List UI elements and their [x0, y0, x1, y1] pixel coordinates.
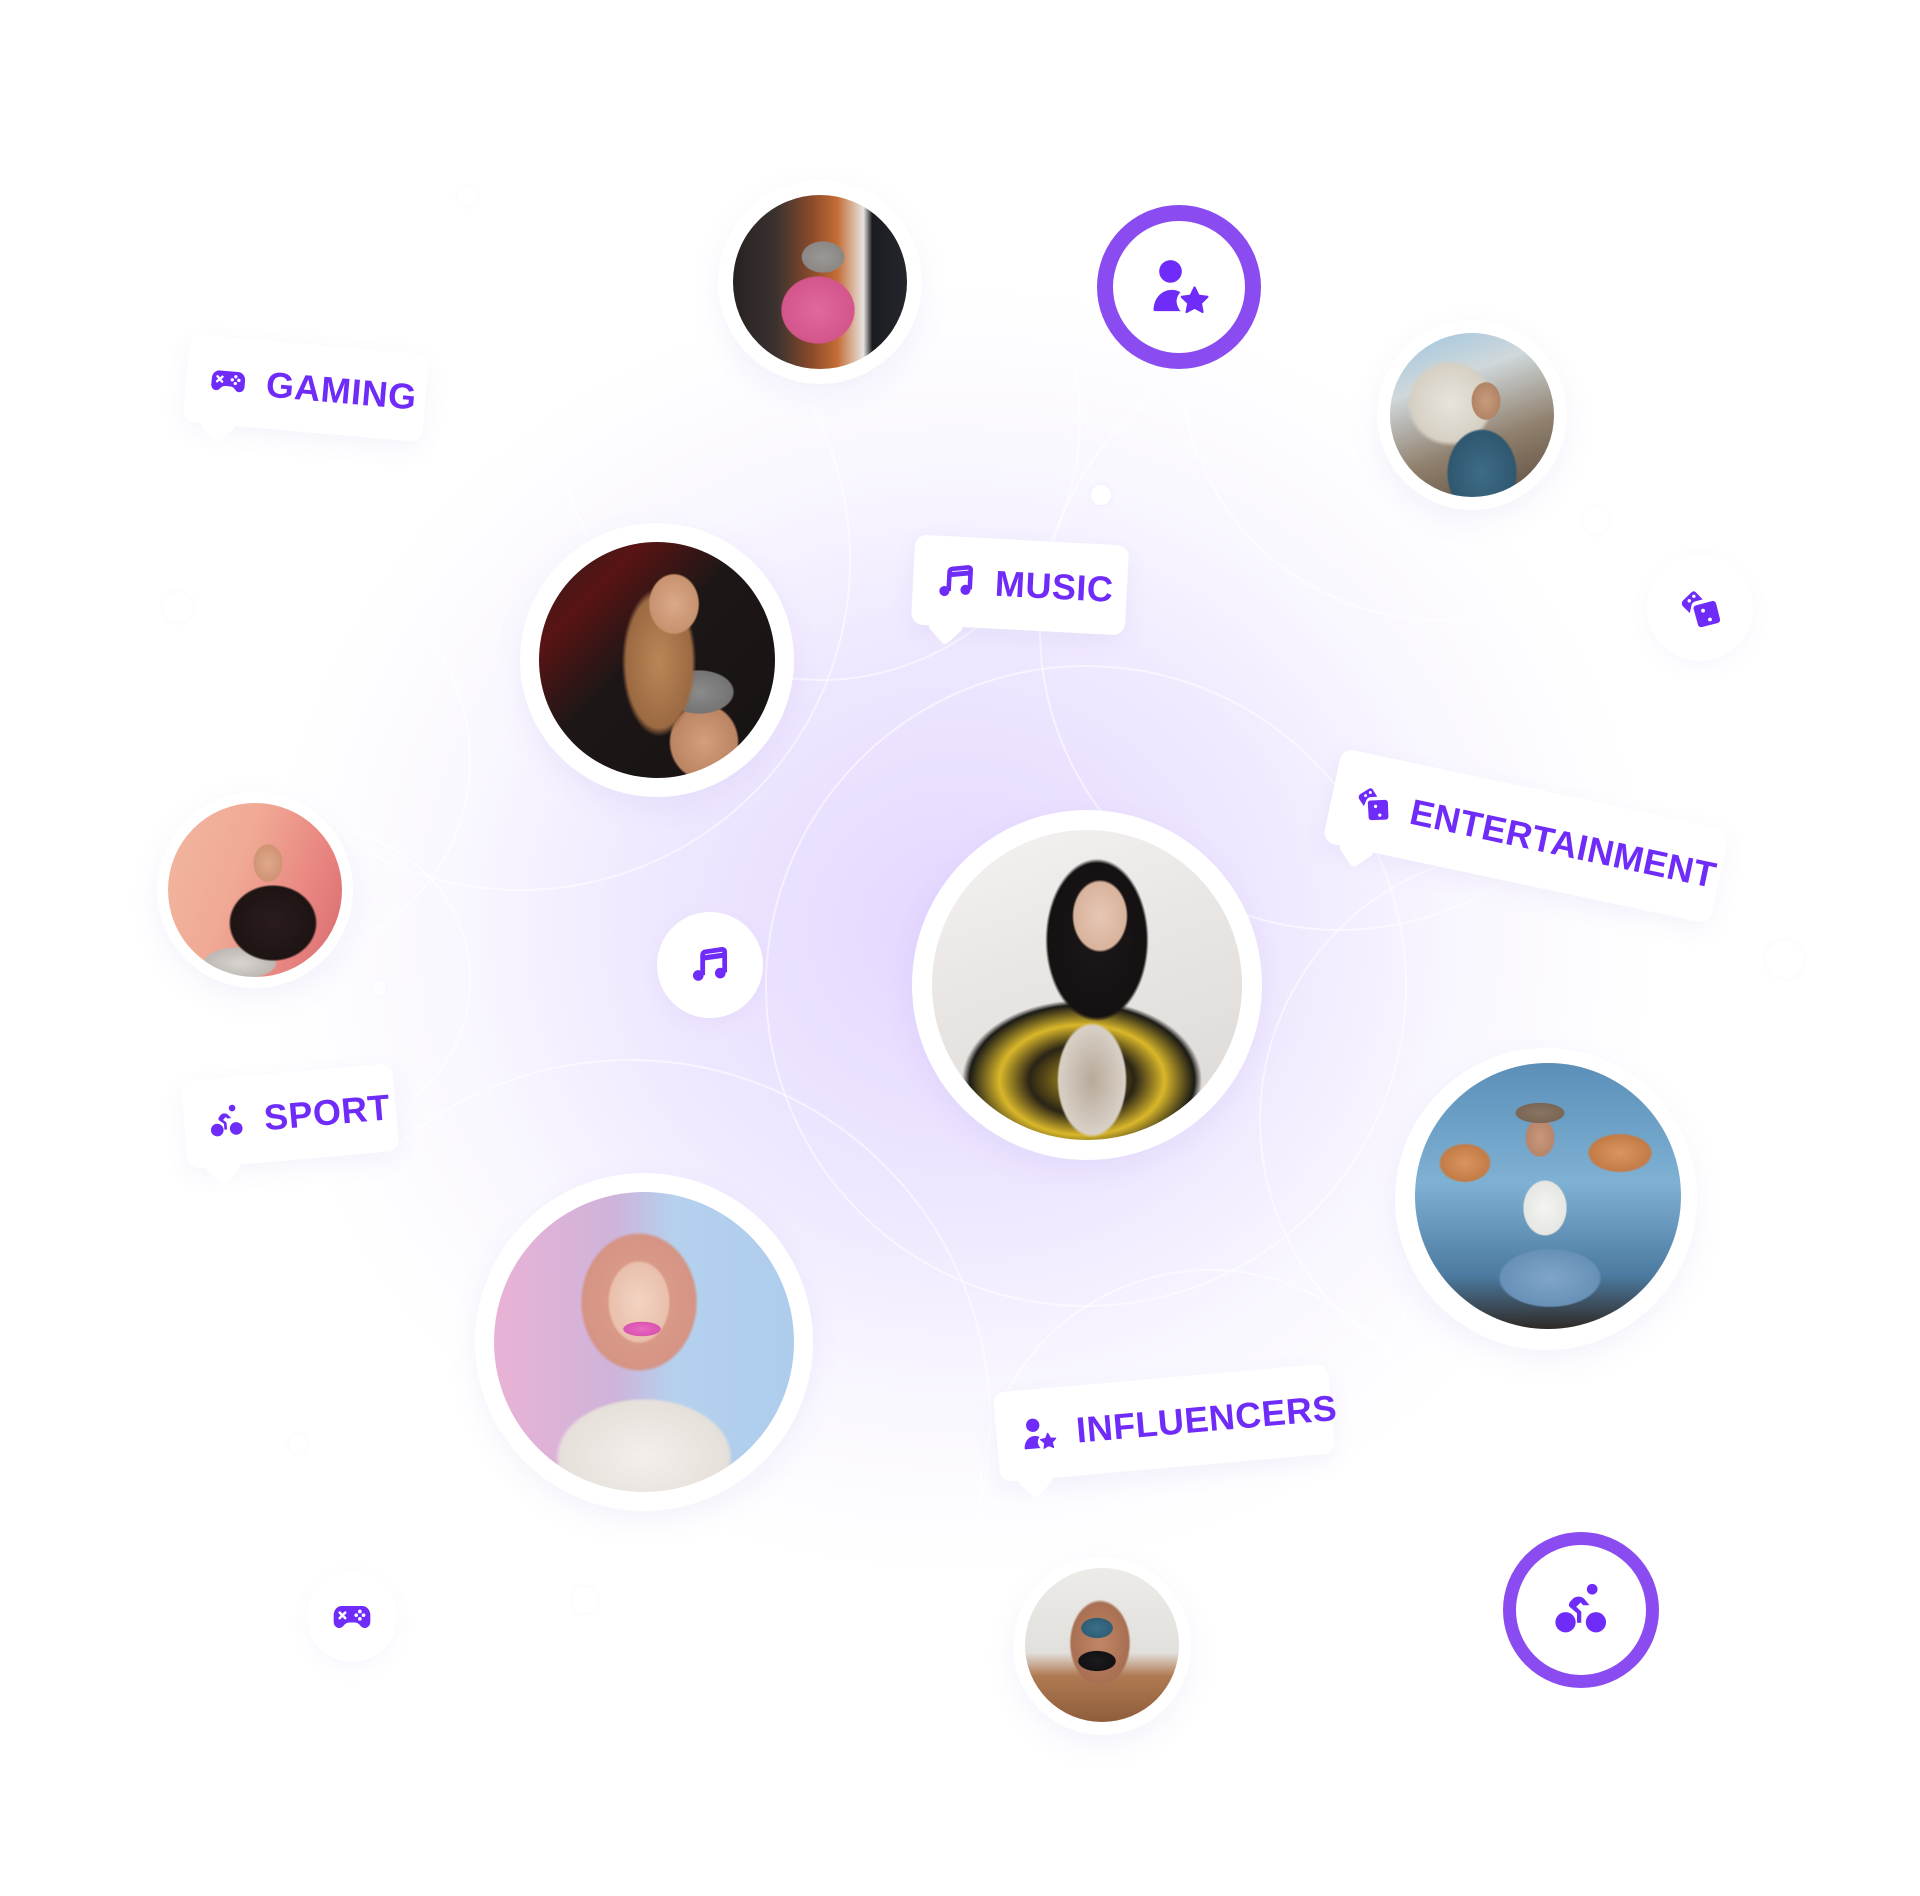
gamepad-icon [333, 1606, 371, 1628]
creator-avatar-selfie[interactable] [157, 792, 353, 988]
tag-entertainment[interactable]: ENTERTAINMENT [1322, 747, 1730, 925]
creator-photo-fitness [539, 542, 775, 778]
music-chip[interactable] [657, 912, 763, 1018]
tag-gaming[interactable]: GAMING [182, 333, 430, 443]
creator-avatar-gamer[interactable] [718, 180, 922, 384]
decor-dot [572, 1587, 598, 1613]
creator-photo-gamer [733, 195, 907, 369]
user-star-icon [1024, 1418, 1057, 1450]
creator-avatar-traveler-paris[interactable] [1377, 320, 1567, 510]
gamepad-icon [211, 370, 246, 393]
dice-icon [1681, 591, 1721, 628]
creator-photo-beauty [494, 1192, 794, 1492]
decor-dot [289, 1434, 307, 1452]
creator-avatar-fashion[interactable] [912, 810, 1262, 1160]
decor-dot [372, 981, 386, 995]
decor-dot [163, 592, 193, 622]
creator-photo-selfie [168, 803, 342, 977]
creator-photo-traveler-map [1415, 1063, 1681, 1329]
dice-icon [1358, 788, 1389, 821]
gaming-chip[interactable] [307, 1572, 397, 1662]
entertainment-chip[interactable] [1647, 555, 1753, 661]
creator-avatar-fitness[interactable] [520, 523, 794, 797]
sport-ring-badge[interactable] [1503, 1532, 1659, 1688]
creator-photo-mirror-selfie [1025, 1568, 1179, 1722]
tag-influencers[interactable]: INFLUENCERS [992, 1363, 1339, 1483]
creator-photo-traveler-paris [1390, 333, 1554, 497]
influencers-ring-badge[interactable] [1097, 205, 1261, 369]
creator-photo-fashion [932, 830, 1242, 1140]
creator-avatar-mirror-selfie[interactable] [1013, 1557, 1191, 1735]
tag-label: GAMING [264, 363, 419, 418]
music-note-icon [939, 565, 974, 597]
creator-avatar-traveler-map[interactable] [1395, 1048, 1697, 1350]
tag-music[interactable]: MUSIC [910, 534, 1130, 636]
cyclist-icon [210, 1104, 243, 1137]
music-note-icon [692, 947, 728, 981]
tag-sport[interactable]: SPORT [180, 1062, 400, 1170]
tag-label: MUSIC [993, 562, 1115, 610]
decor-dot [457, 187, 477, 207]
creator-avatar-beauty[interactable] [475, 1173, 813, 1511]
tag-label: SPORT [262, 1086, 392, 1139]
user-star-icon [1153, 260, 1209, 314]
cyclist-icon [1555, 1583, 1607, 1633]
decor-dot [1766, 940, 1804, 978]
tag-label: INFLUENCERS [1074, 1386, 1339, 1451]
decor-dot [1091, 485, 1111, 505]
decor-dot [1583, 508, 1609, 534]
